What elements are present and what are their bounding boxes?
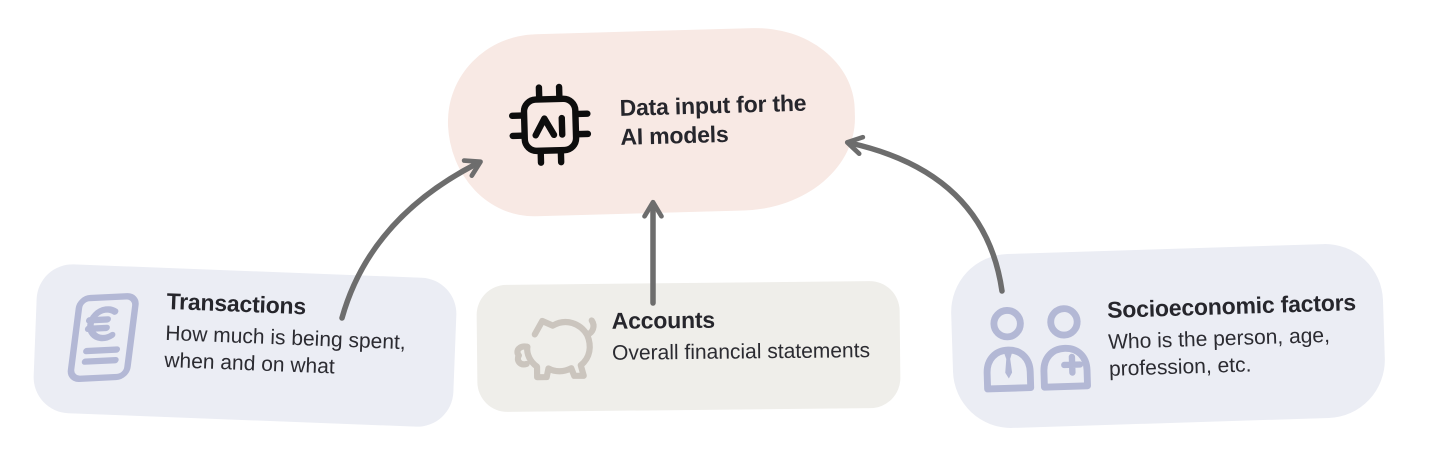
source-node-title-transactions: Transactions [166, 287, 307, 320]
plus-shape [1061, 353, 1084, 376]
source-node-description-transactions: How much is being spent, when and on wha… [163, 321, 407, 379]
tie-shape [1003, 349, 1013, 379]
center-node-title: Data input for the AI models [619, 89, 807, 150]
source-node-accounts: Accounts Overall financial statements [476, 280, 901, 413]
people-icon [983, 305, 1091, 393]
source-node-description-accounts: Overall financial statements [611, 339, 871, 365]
center-node: Data input for the AI models [445, 25, 858, 219]
piggy-bank-icon [514, 317, 597, 381]
source-node-title-socioeconomic: Socioeconomic factors [1106, 289, 1357, 323]
source-node-title-accounts: Accounts [611, 306, 716, 334]
source-node-description-socioeconomic: Who is the person, age, profession, etc. [1107, 323, 1331, 381]
source-node-transactions: Transactions How much is being spent, wh… [32, 262, 458, 429]
receipt-euro-icon [67, 293, 139, 382]
source-node-socioeconomic: Socioeconomic factors Who is the person,… [949, 242, 1387, 430]
ai-chip-icon [508, 83, 592, 166]
